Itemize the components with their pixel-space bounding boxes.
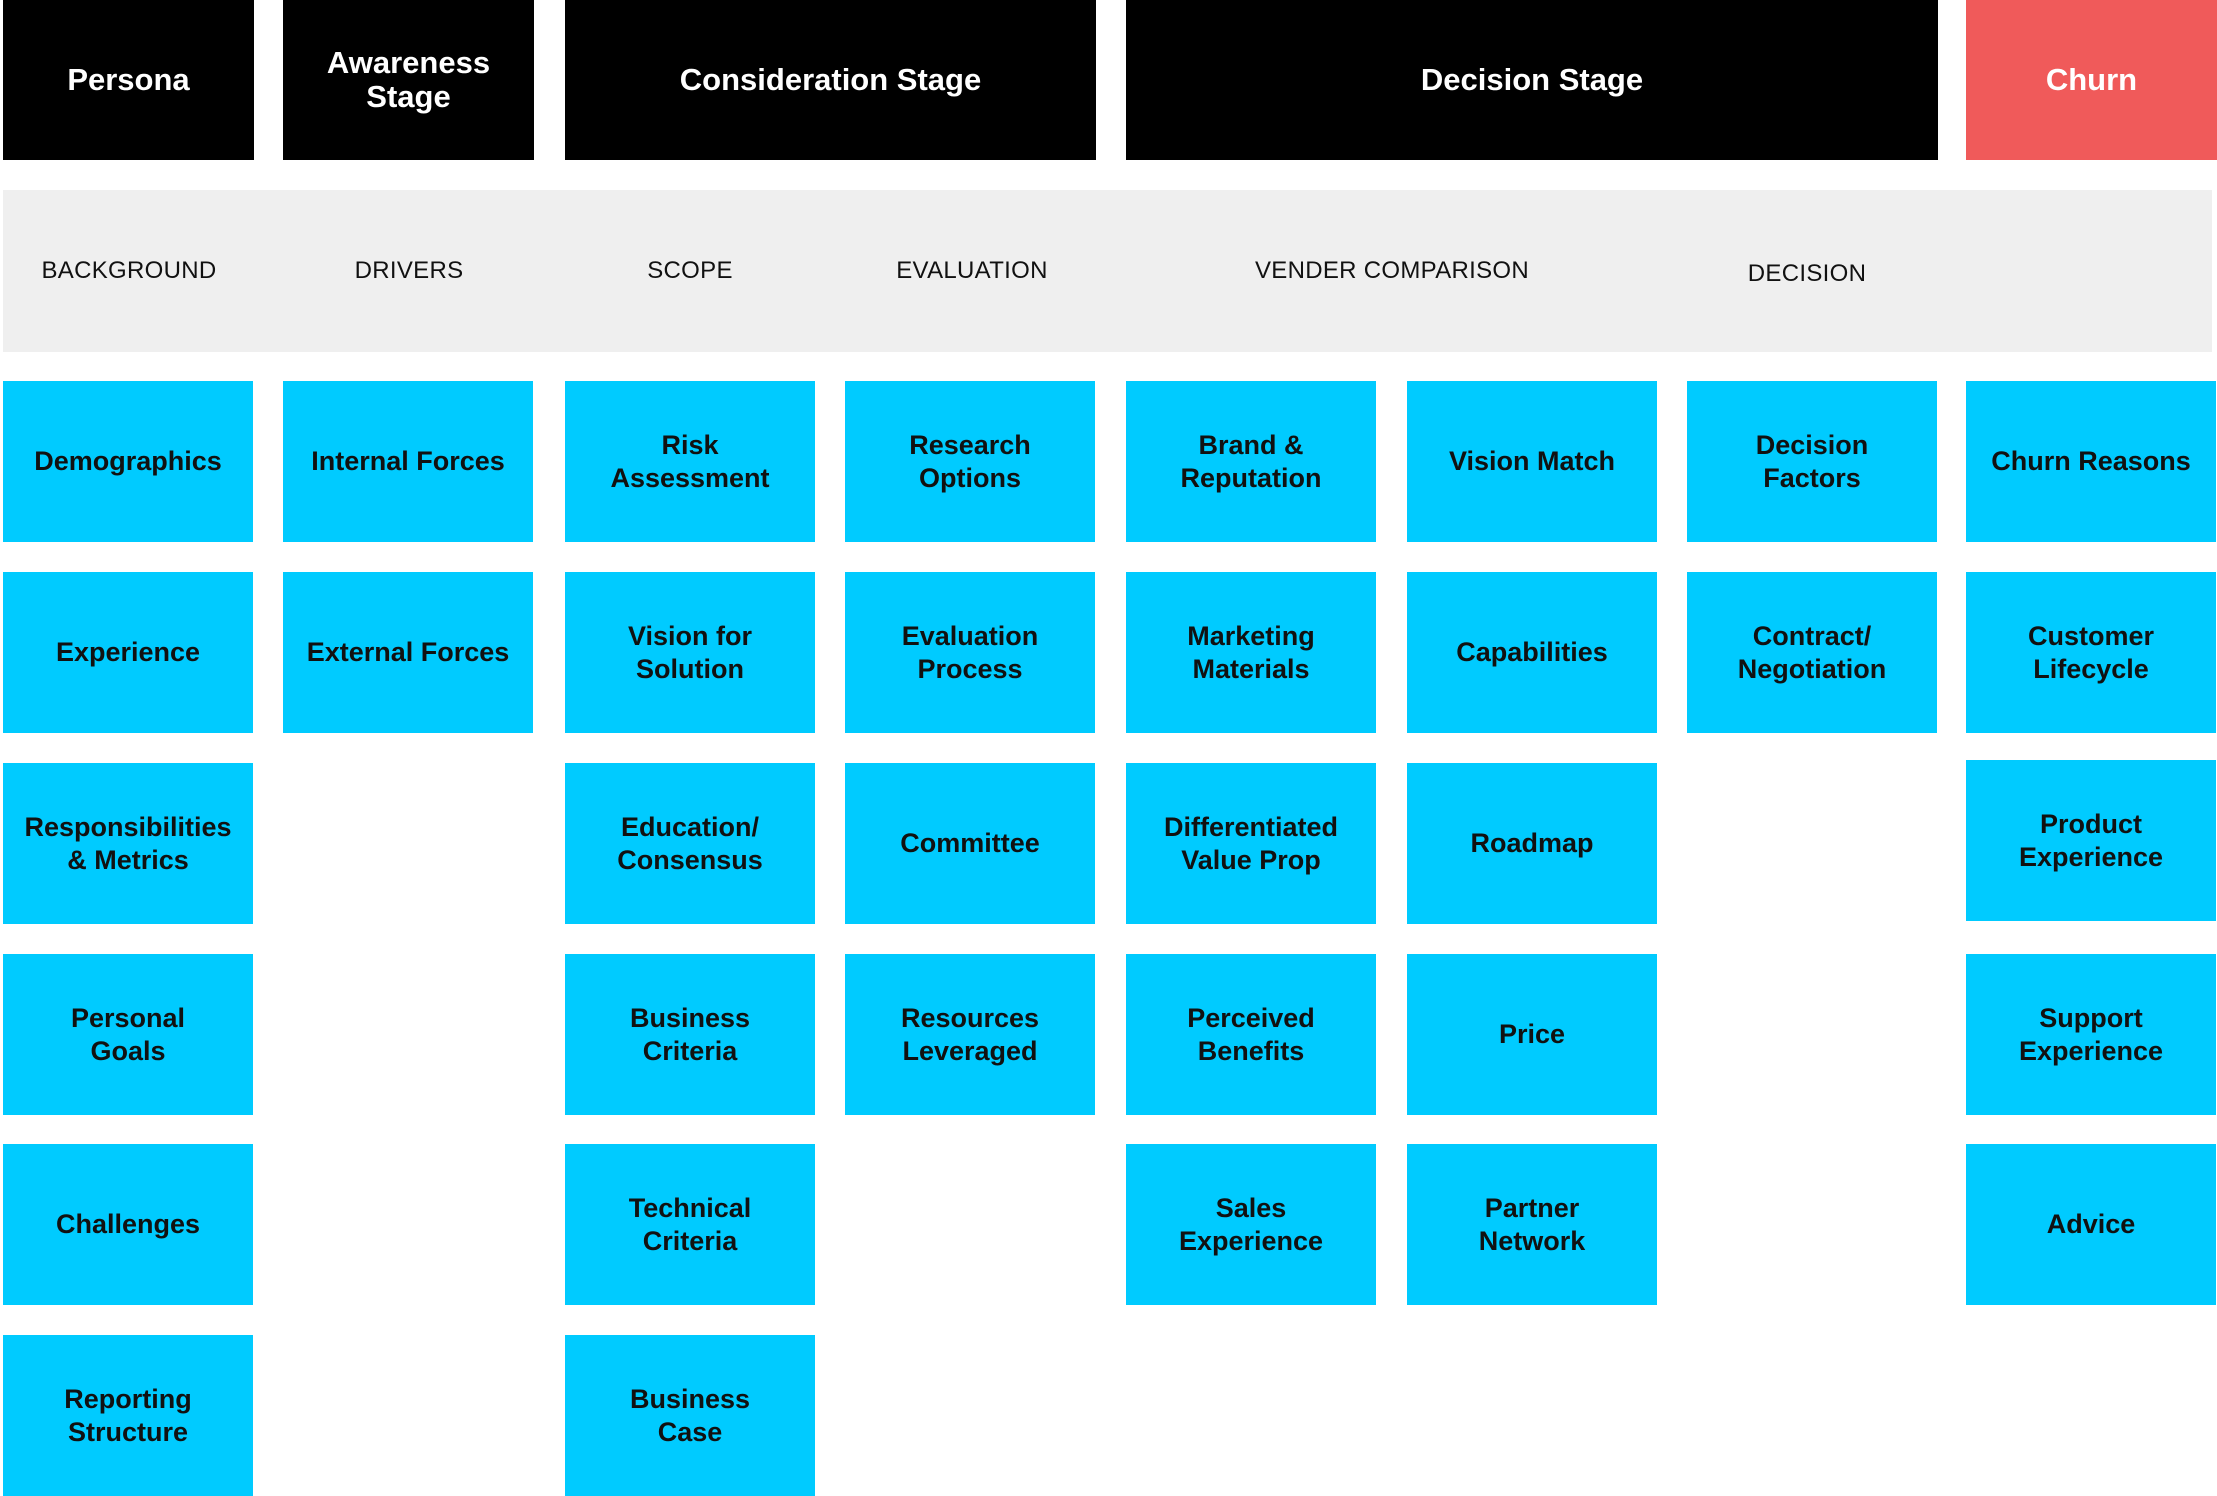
card-reporting-structure: Reporting Structure bbox=[3, 1335, 253, 1496]
card-label: Customer Lifecycle bbox=[2027, 621, 2155, 684]
card-internal-forces: Internal Forces bbox=[283, 381, 533, 542]
card-challenges: Challenges bbox=[3, 1144, 253, 1305]
card-risk-assessment: Risk Assessment bbox=[565, 381, 815, 542]
card-label: Product Experience bbox=[2018, 809, 2164, 872]
stage-header-churn: Churn bbox=[1966, 0, 2217, 160]
card-price: Price bbox=[1407, 954, 1657, 1115]
card-business-criteria: Business Criteria bbox=[565, 954, 815, 1115]
card-business-case: Business Case bbox=[565, 1335, 815, 1496]
card-responsibilities-metrics: Responsibilities & Metrics bbox=[3, 763, 253, 924]
stage-header-consideration: Consideration Stage bbox=[565, 0, 1096, 160]
card-label: Risk Assessment bbox=[610, 430, 770, 493]
subheader-scope: SCOPE bbox=[647, 257, 733, 284]
card-perceived-benefits: Perceived Benefits bbox=[1126, 954, 1376, 1115]
card-label: Support Experience bbox=[2018, 1003, 2164, 1066]
card-label: Partner Network bbox=[1478, 1193, 1586, 1256]
card-evaluation-process: Evaluation Process bbox=[845, 572, 1095, 733]
card-advice: Advice bbox=[1966, 1144, 2216, 1305]
card-label: Responsibilities & Metrics bbox=[24, 812, 232, 875]
card-product-experience: Product Experience bbox=[1966, 760, 2216, 921]
card-label: Differentiated Value Prop bbox=[1163, 812, 1339, 875]
subheader-decision: DECISION bbox=[1747, 260, 1867, 287]
stage-header-persona-label: Persona bbox=[67, 61, 190, 97]
card-label: Business Case bbox=[629, 1384, 751, 1447]
card-label: Demographics bbox=[34, 446, 222, 477]
card-customer-lifecycle: Customer Lifecycle bbox=[1966, 572, 2216, 733]
card-label: Evaluation Process bbox=[901, 621, 1039, 684]
card-personal-goals: Personal Goals bbox=[3, 954, 253, 1115]
card-label: Perceived Benefits bbox=[1187, 1003, 1315, 1066]
card-research-options: Research Options bbox=[845, 381, 1095, 542]
card-vision-for-solution: Vision for Solution bbox=[565, 572, 815, 733]
card-churn-reasons: Churn Reasons bbox=[1966, 381, 2216, 542]
card-roadmap: Roadmap bbox=[1407, 763, 1657, 924]
card-label: Education/ Consensus bbox=[617, 812, 763, 875]
card-experience: Experience bbox=[3, 572, 253, 733]
card-technical-criteria: Technical Criteria bbox=[565, 1144, 815, 1305]
card-differentiated-value-prop: Differentiated Value Prop bbox=[1126, 763, 1376, 924]
card-label: Technical Criteria bbox=[628, 1193, 752, 1256]
card-partner-network: Partner Network bbox=[1407, 1144, 1657, 1305]
card-label: Research Options bbox=[909, 430, 1031, 493]
card-external-forces: External Forces bbox=[283, 572, 533, 733]
subheader-band bbox=[3, 190, 2212, 352]
card-label: Vision for Solution bbox=[627, 621, 753, 684]
card-marketing-materials: Marketing Materials bbox=[1126, 572, 1376, 733]
card-label: Price bbox=[1498, 1019, 1566, 1050]
card-resources-leveraged: Resources Leveraged bbox=[845, 954, 1095, 1115]
card-demographics: Demographics bbox=[3, 381, 253, 542]
card-label: Challenges bbox=[55, 1209, 201, 1240]
card-label: Experience bbox=[55, 637, 201, 668]
card-label: Sales Experience bbox=[1178, 1193, 1324, 1256]
card-committee: Committee bbox=[845, 763, 1095, 924]
subheader-background: BACKGROUND bbox=[41, 257, 217, 284]
card-label: Internal Forces bbox=[311, 446, 505, 477]
card-label: Committee bbox=[900, 828, 1040, 859]
card-label: Business Criteria bbox=[629, 1003, 751, 1066]
card-label: Churn Reasons bbox=[1991, 446, 2191, 477]
stage-header-awareness: Awareness Stage bbox=[283, 0, 534, 160]
card-label: Marketing Materials bbox=[1187, 621, 1315, 684]
card-label: Resources Leveraged bbox=[900, 1003, 1040, 1066]
card-label: Advice bbox=[2046, 1209, 2136, 1240]
card-contract-negotiation: Contract/ Negotiation bbox=[1687, 572, 1937, 733]
stage-header-persona: Persona bbox=[3, 0, 254, 160]
card-sales-experience: Sales Experience bbox=[1126, 1144, 1376, 1305]
card-decision-factors: Decision Factors bbox=[1687, 381, 1937, 542]
stage-header-consideration-label: Consideration Stage bbox=[679, 61, 982, 97]
card-capabilities: Capabilities bbox=[1407, 572, 1657, 733]
card-label: Contract/ Negotiation bbox=[1737, 621, 1887, 684]
subheader-vender-comparison: VENDER COMPARISON bbox=[1254, 257, 1530, 284]
card-label: Reporting Structure bbox=[64, 1384, 192, 1447]
card-label: Vision Match bbox=[1448, 446, 1616, 477]
card-label: Decision Factors bbox=[1755, 430, 1869, 493]
stage-header-decision: Decision Stage bbox=[1126, 0, 1938, 160]
stage-header-awareness-label: Awareness Stage bbox=[326, 44, 491, 114]
subheader-evaluation: EVALUATION bbox=[896, 257, 1048, 284]
card-label: External Forces bbox=[306, 637, 510, 668]
card-label: Capabilities bbox=[1456, 637, 1608, 668]
card-label: Brand & Reputation bbox=[1180, 430, 1322, 493]
stage-header-churn-label: Churn bbox=[2045, 61, 2138, 97]
subheader-drivers: DRIVERS bbox=[354, 257, 464, 284]
card-brand-reputation: Brand & Reputation bbox=[1126, 381, 1376, 542]
card-education-consensus: Education/ Consensus bbox=[565, 763, 815, 924]
card-support-experience: Support Experience bbox=[1966, 954, 2216, 1115]
stage-header-decision-label: Decision Stage bbox=[1420, 61, 1644, 97]
card-label: Roadmap bbox=[1470, 828, 1594, 859]
card-vision-match: Vision Match bbox=[1407, 381, 1657, 542]
card-label: Personal Goals bbox=[70, 1003, 186, 1066]
